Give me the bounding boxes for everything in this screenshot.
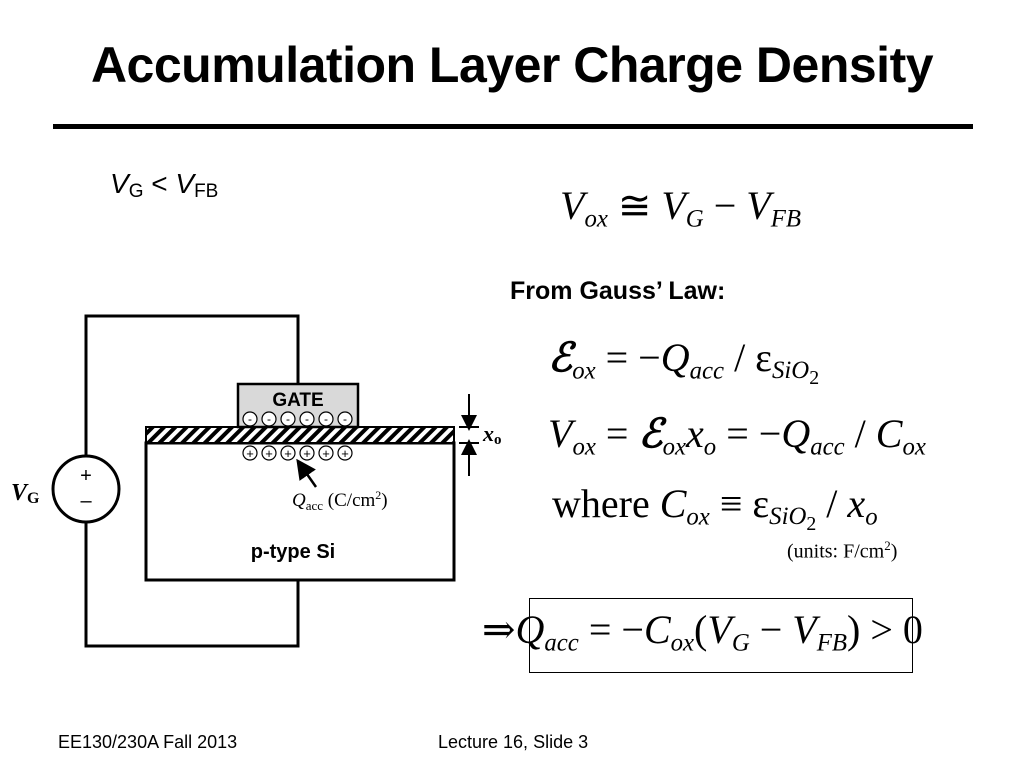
gauss-law-heading: From Gauss’ Law: <box>510 277 726 305</box>
equation-cox-definition: where Cox ≡ εSiO2 / xo <box>552 481 878 536</box>
gate-electrode <box>236 382 360 429</box>
svg-text:+: + <box>284 446 292 461</box>
svg-text:-: - <box>324 412 328 426</box>
svg-text:+: + <box>303 446 311 461</box>
svg-text:-: - <box>286 412 290 426</box>
svg-text:+: + <box>246 446 254 461</box>
svg-text:-: - <box>267 412 271 426</box>
qacc-label: Qacc (C/cm2) <box>292 488 388 513</box>
equation-vox: Vox = ℰoxxo = −Qacc / Cox <box>548 410 926 461</box>
source-minus-sign: – <box>80 490 92 512</box>
equation-vox-approx: Vox ≅ VG − VFB <box>560 183 802 233</box>
gate-negative-charges: - - - - - - <box>242 411 353 427</box>
oxide-layer <box>145 426 455 444</box>
svg-text:-: - <box>248 412 252 426</box>
condition-text: VG < VFB <box>110 168 219 202</box>
equation-qacc-result: ⇒Qacc = −Cox(VG − VFB) > 0 <box>482 607 923 657</box>
svg-text:+: + <box>322 446 330 461</box>
title-underline <box>53 124 973 129</box>
vg-label: VG <box>11 480 40 507</box>
source-plus-sign: + <box>80 465 92 487</box>
svg-text:+: + <box>341 446 349 461</box>
gate-label: GATE <box>272 390 323 411</box>
footer-course: EE130/230A Fall 2013 <box>58 732 238 752</box>
slide-title: Accumulation Layer Charge Density <box>90 37 934 93</box>
equation-efield: ℰox = −Qacc / εSiO2 <box>548 334 820 390</box>
footer-slide-ref: Lecture 16, Slide 3 <box>438 732 589 752</box>
svg-text:+: + <box>265 446 273 461</box>
accumulation-positive-charges: + + + + + + <box>242 445 353 461</box>
oxide-thickness-indicator <box>459 394 479 476</box>
voltage-source <box>51 454 121 524</box>
result-box <box>529 598 913 673</box>
xo-label: xo <box>482 421 502 448</box>
circuit-wire <box>84 314 300 648</box>
svg-text:-: - <box>343 412 347 426</box>
substrate-label: p-type Si <box>251 541 335 563</box>
svg-text:-: - <box>305 412 309 426</box>
qacc-arrow <box>296 458 318 488</box>
units-note: (units: F/cm2) <box>787 538 898 563</box>
